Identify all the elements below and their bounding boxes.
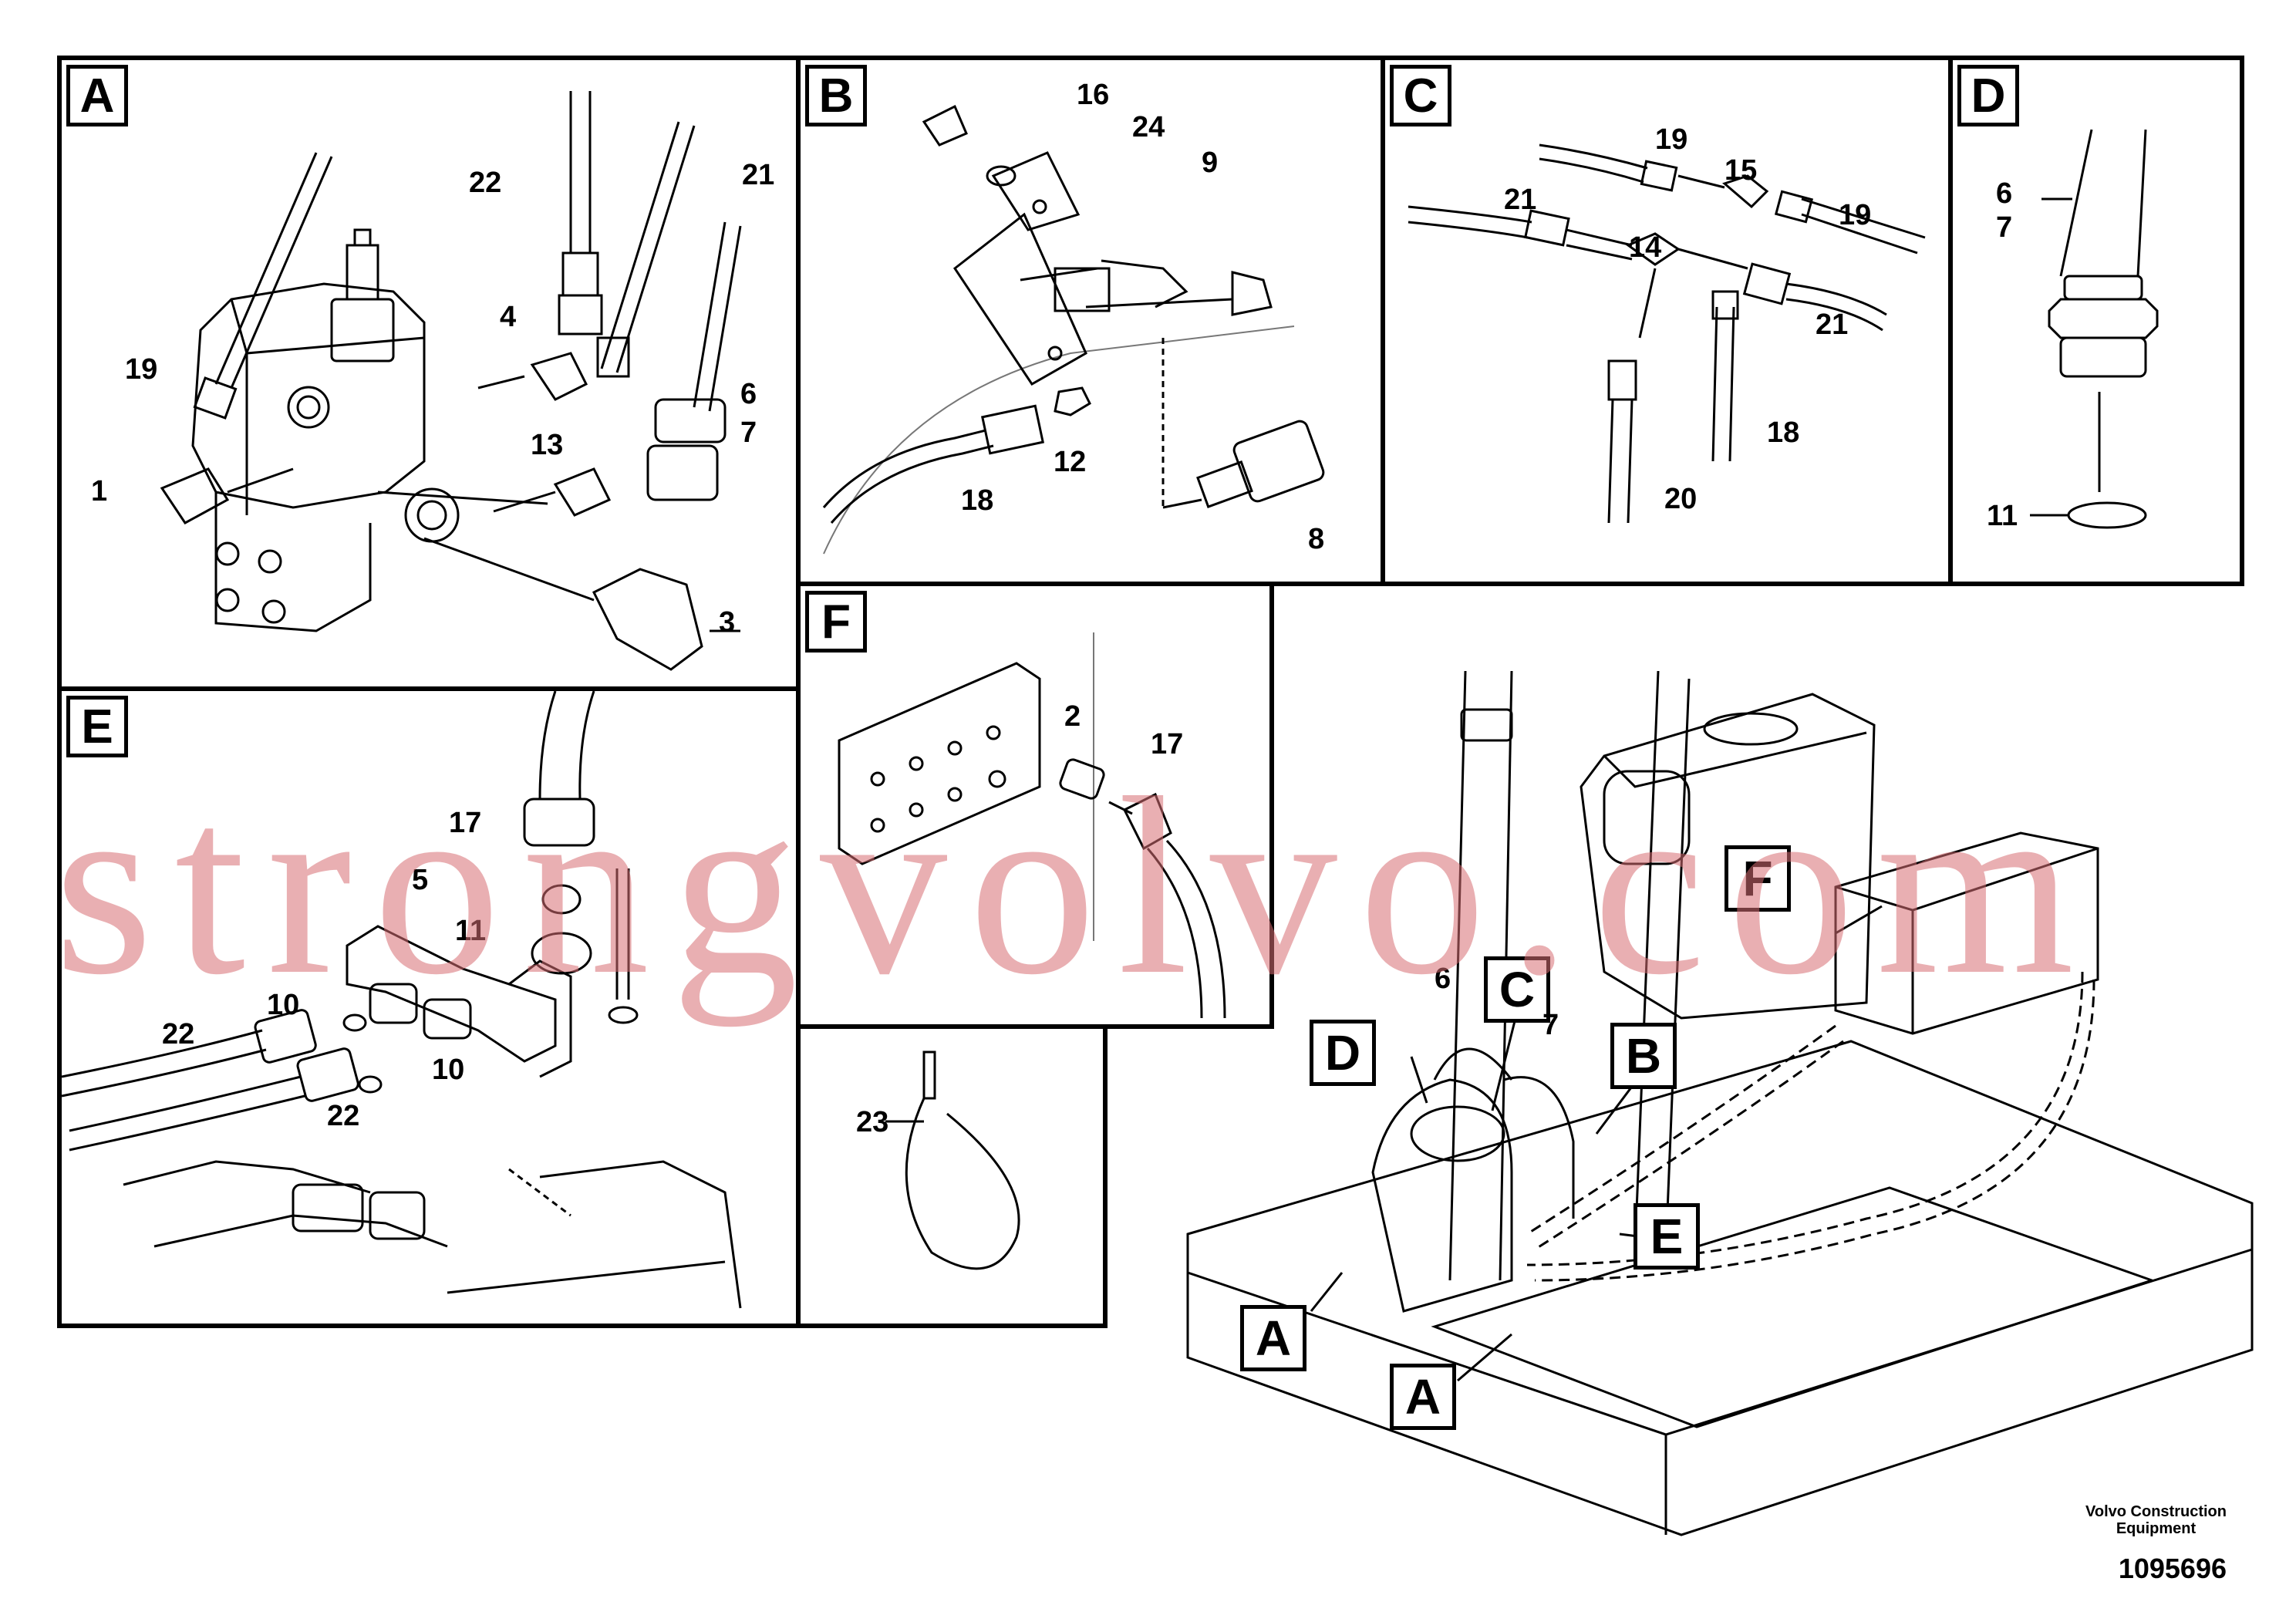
part-number: 11 xyxy=(455,915,487,947)
part-number: 7 xyxy=(740,416,757,449)
part-number: 15 xyxy=(1725,154,1758,187)
brand-line: Equipment xyxy=(2116,1520,2197,1537)
cable-tie-drawing xyxy=(885,1050,1020,1270)
panel-f-drawing xyxy=(838,632,1226,1019)
part-number: 13 xyxy=(531,429,564,461)
part-number: 19 xyxy=(125,353,158,386)
part-number: 21 xyxy=(742,159,775,191)
panel-b: B 16 24 9 12 18 8 xyxy=(796,56,1385,586)
part-number: 2 xyxy=(1064,700,1081,733)
part-number: 10 xyxy=(267,989,300,1021)
part-number: 23 xyxy=(856,1106,889,1138)
brand-caption: Volvo Construction Equipment xyxy=(2085,1503,2227,1537)
callout-c: C xyxy=(1484,956,1550,1023)
part-number: 19 xyxy=(1839,199,1872,231)
panel-c-drawing xyxy=(1408,143,1926,524)
part-number: 4 xyxy=(500,301,517,333)
part-number: 16 xyxy=(1077,79,1110,111)
panel-c: C 19 15 21 14 19 21 18 20 xyxy=(1381,56,1953,586)
callout-f: F xyxy=(1725,845,1791,912)
panel-b-drawing xyxy=(822,104,1325,555)
part-number: 7 xyxy=(1542,1009,1559,1041)
brand-line: Volvo Construction xyxy=(2085,1503,2227,1520)
part-number: 22 xyxy=(327,1100,360,1132)
part-number: 21 xyxy=(1504,184,1537,216)
document-id: 1095696 xyxy=(2118,1553,2227,1584)
part-number: 6 xyxy=(740,378,757,410)
panel-d: D 6 7 11 xyxy=(1948,56,2244,586)
part-number: 22 xyxy=(162,1018,195,1050)
callout-e: E xyxy=(1633,1203,1700,1270)
part-number: 5 xyxy=(412,864,429,896)
callout-d: D xyxy=(1310,1020,1376,1086)
part-number: 18 xyxy=(961,484,994,517)
part-number: 9 xyxy=(1202,147,1219,179)
part-number: 7 xyxy=(1996,211,2013,244)
panel-tag: A xyxy=(66,65,128,126)
panel-tag: C xyxy=(1390,65,1451,126)
part-number: 3 xyxy=(719,606,736,639)
part-number: 6 xyxy=(1435,963,1451,995)
part-number: 18 xyxy=(1767,416,1800,449)
callout-a: A xyxy=(1240,1305,1306,1371)
part-number: 8 xyxy=(1308,523,1325,555)
panel-tag: D xyxy=(1957,65,2019,126)
part-number: 17 xyxy=(449,807,482,839)
part-number: 20 xyxy=(1664,483,1698,515)
panel-tag: F xyxy=(805,591,867,653)
panel-e-drawing xyxy=(62,691,742,1309)
panel-tag: B xyxy=(805,65,867,126)
part-number: 6 xyxy=(1996,177,2013,210)
panel-f: F 2 17 xyxy=(796,582,1274,1029)
part-number: 24 xyxy=(1132,111,1165,143)
callout-a: A xyxy=(1390,1364,1456,1430)
panel-cable-tie: 23 xyxy=(796,1024,1108,1328)
part-number: 1 xyxy=(91,475,108,508)
part-number: 17 xyxy=(1151,728,1184,760)
panel-e: E 17 5 11 10 22 10 22 xyxy=(57,686,801,1328)
panel-a: A xyxy=(57,56,801,691)
part-number: 22 xyxy=(469,167,502,199)
part-number: 21 xyxy=(1816,309,1849,341)
panel-a-drawing xyxy=(160,91,742,671)
panel-d-drawing xyxy=(2030,129,2159,529)
part-number: 12 xyxy=(1054,446,1087,478)
callout-b: B xyxy=(1610,1023,1677,1089)
part-number: 19 xyxy=(1655,123,1688,156)
panel-tag: E xyxy=(66,696,128,757)
part-number: 14 xyxy=(1629,231,1662,264)
part-number: 11 xyxy=(1987,500,2018,532)
part-number: 10 xyxy=(432,1054,465,1086)
